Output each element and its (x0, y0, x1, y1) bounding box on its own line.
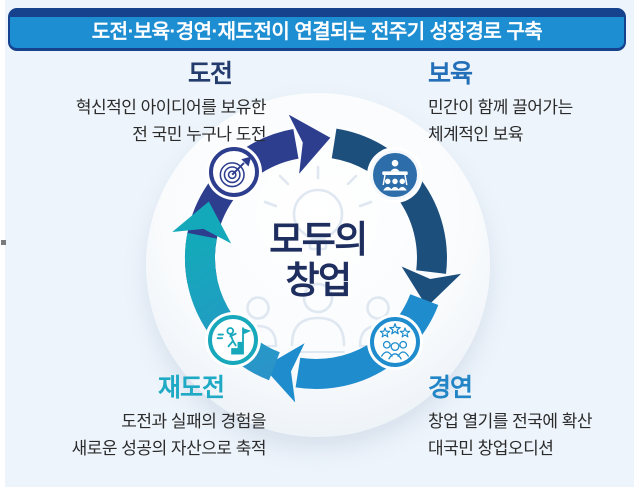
center-slogan-line2: 창업 (285, 260, 352, 301)
arc-competition (263, 293, 439, 403)
arc-rechallenge (172, 201, 281, 381)
stage-nurture-desc-1: 민간이 함께 끌어가는 (428, 98, 573, 117)
stage-challenge: 도전 혁신적인 아이디어를 보유한 전 국민 누구나 도전 (75, 60, 267, 148)
stage-competition-title: 경연 (428, 374, 473, 402)
center-slogan-line1: 모두의 (269, 219, 368, 260)
stage-nurture-desc-2: 체계적인 보육 (428, 125, 524, 144)
stairs-climb-flag-icon (216, 327, 252, 355)
scan-artifact-dot (1, 240, 6, 245)
rechallenge-badge (208, 315, 258, 365)
stage-rechallenge-desc-2: 새로운 성공의 자산으로 축적 (71, 439, 267, 458)
stage-nurture: 보육 민간이 함께 끌어가는 체계적인 보육 (428, 60, 573, 148)
team-stars-icon (379, 323, 411, 360)
title-banner: 도전·보육·경연·재도전이 연결되는 전주기 성장경로 구축 (8, 8, 626, 51)
stage-challenge-desc-2: 전 국민 누구나 도전 (132, 125, 266, 144)
nurture-badge (370, 150, 420, 200)
stage-nurture-title: 보육 (428, 60, 473, 88)
competition-badge (370, 317, 420, 367)
stage-competition-desc-2: 대국민 창업오디션 (428, 439, 554, 458)
title-banner-text: 도전·보육·경연·재도전이 연결되는 전주기 성장경로 구축 (91, 21, 543, 43)
stage-competition-desc-1: 창업 열기를 전국에 확산 (428, 412, 593, 431)
challenge-badge (209, 147, 259, 197)
center-slogan: 모두의 창업 (269, 219, 368, 301)
stage-rechallenge: 재도전 도전과 실패의 경험을 새로운 성공의 자산으로 축적 (71, 374, 267, 462)
stage-rechallenge-title: 재도전 (157, 374, 225, 402)
dart-target-icon (219, 156, 252, 188)
stage-challenge-desc-1: 혁신적인 아이디어를 보유한 (75, 98, 267, 117)
stage-rechallenge-desc-1: 도전과 실패의 경험을 (121, 412, 266, 431)
stage-challenge-title: 도전 (187, 60, 233, 88)
stage-competition: 경연 창업 열기를 전국에 확산 대국민 창업오디션 (428, 374, 593, 462)
lecture-mentoring-icon (382, 159, 408, 191)
